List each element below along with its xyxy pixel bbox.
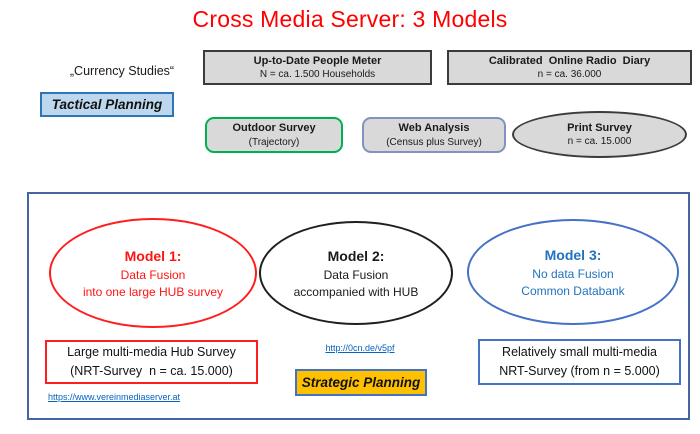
people-meter-subtitle: N = ca. 1.500 Households <box>259 69 376 81</box>
model1-line1: Data Fusion <box>120 267 186 282</box>
model2-title: Model 2: <box>327 247 385 264</box>
shortener-link[interactable]: http://0cn.de/v5pf <box>325 343 395 353</box>
model3-summary-line2: NRT-Survey (from n = 5.000) <box>499 364 660 378</box>
radio-diary-box: Calibrated Online Radio Diary n = ca. 36… <box>447 50 692 85</box>
model3-summary-line1: Relatively small multi-media <box>502 345 657 360</box>
page-title: Cross Media Server: 3 Models <box>192 6 508 32</box>
web-analysis-box: Web Analysis (Census plus Survey) <box>362 117 506 153</box>
vereinmediaserver-link[interactable]: https://www.vereinmediaserver.at <box>48 392 181 402</box>
model3-summary-box: Relatively small multi-media NRT-Survey … <box>478 339 681 385</box>
model3-line1: No data Fusion <box>532 266 614 281</box>
currency-studies-label: „Currency Studies“ <box>69 64 175 78</box>
strategic-planning-label: Strategic Planning <box>301 375 421 390</box>
people-meter-title: Up-to-Date People Meter <box>253 54 382 67</box>
model3-title: Model 3: <box>544 246 602 263</box>
radio-diary-subtitle: n = ca. 36.000 <box>537 69 602 81</box>
outdoor-survey-box: Outdoor Survey (Trajectory) <box>205 117 343 153</box>
model1-summary-box: Large multi-media Hub Survey (NRT-Survey… <box>45 340 258 384</box>
people-meter-box: Up-to-Date People Meter N = ca. 1.500 Ho… <box>203 50 432 85</box>
model1-summary-line1: Large multi-media Hub Survey <box>67 345 236 360</box>
model1-line2: into one large HUB survey <box>82 284 224 299</box>
model1-ellipse: Model 1: Data Fusion into one large HUB … <box>49 218 257 328</box>
model1-summary-line2: (NRT-Survey n = ca. 15.000) <box>70 364 233 378</box>
strategic-planning-box: Strategic Planning <box>295 369 427 396</box>
outdoor-survey-title: Outdoor Survey <box>232 122 316 135</box>
model1-title: Model 1: <box>124 247 182 264</box>
model2-line2: accompanied with HUB <box>293 284 419 299</box>
tactical-planning-box: Tactical Planning <box>40 92 174 117</box>
tactical-planning-label: Tactical Planning <box>51 97 163 112</box>
web-analysis-title: Web Analysis <box>398 122 470 135</box>
model2-line1: Data Fusion <box>323 267 389 282</box>
model3-line2: Common Databank <box>521 283 625 298</box>
print-survey-subtitle: n = ca. 15.000 <box>567 136 632 148</box>
web-analysis-subtitle: (Census plus Survey) <box>386 136 482 148</box>
model2-ellipse: Model 2: Data Fusion accompanied with HU… <box>259 221 453 325</box>
radio-diary-title: Calibrated Online Radio Diary <box>488 54 651 67</box>
print-survey-ellipse: Print Survey n = ca. 15.000 <box>512 111 687 158</box>
outdoor-survey-subtitle: (Trajectory) <box>248 136 300 148</box>
model3-ellipse: Model 3: No data Fusion Common Databank <box>467 219 679 325</box>
print-survey-title: Print Survey <box>567 121 632 134</box>
